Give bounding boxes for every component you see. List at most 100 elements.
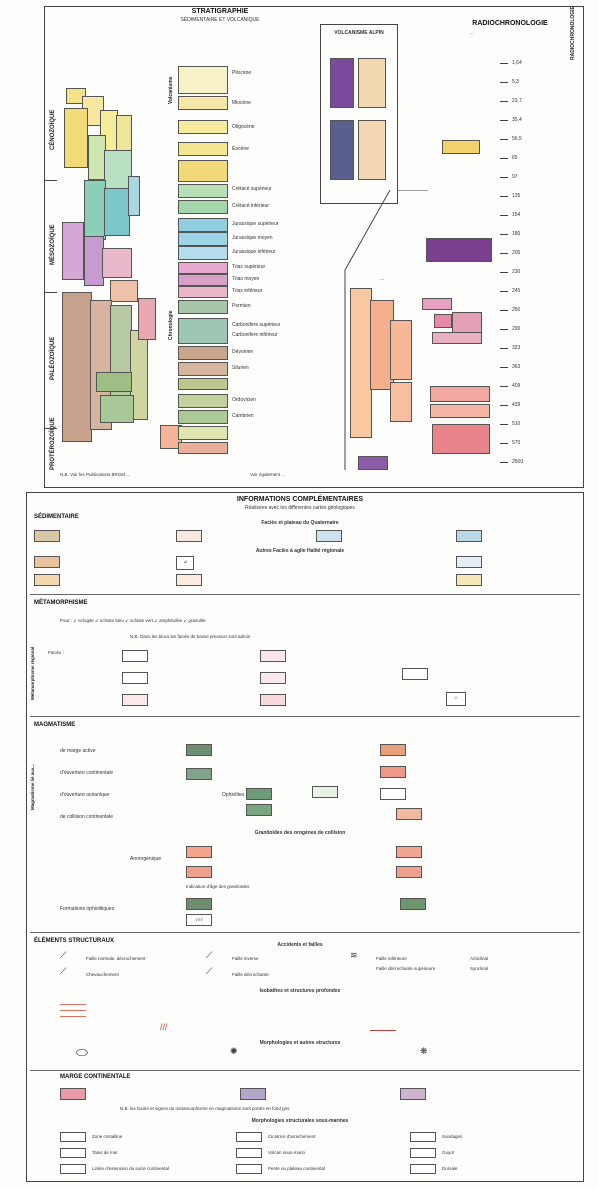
meta-swatch: ☆ <box>446 692 466 706</box>
magma-row-label: d'ouverture océanique <box>60 792 110 798</box>
age-tick <box>500 310 508 311</box>
magma-row-label: d'ouverture continentale <box>60 770 114 776</box>
volc-swatch <box>358 120 386 180</box>
age-label: 154 <box>512 212 521 218</box>
slide-icon: ❋ <box>420 1046 428 1056</box>
strat-block <box>102 248 132 278</box>
ophio-swatch <box>186 898 212 910</box>
granit-swatch <box>396 866 422 878</box>
autres-note: Autres Faciès à agile Halité régionale <box>255 548 345 554</box>
age-tick <box>500 291 508 292</box>
age-tick <box>500 196 508 197</box>
marge-title: MARGE CONTINENTALE <box>60 1074 131 1080</box>
isobath-line <box>60 1016 86 1017</box>
sed-swatch <box>316 530 342 542</box>
info-subtitle: Réalisées avec les différentes cartes gé… <box>245 505 355 511</box>
bottom-item: Talus de mer <box>92 1150 118 1155</box>
age-tick <box>500 177 508 178</box>
age-tick <box>500 158 508 159</box>
legend-swatch <box>178 300 228 314</box>
volc-swatch <box>330 120 354 180</box>
age-label: 230 <box>512 269 521 275</box>
magma-swatch <box>186 744 212 756</box>
sed-swatch <box>34 574 60 586</box>
connector-lines <box>344 190 428 470</box>
chronologie-label: Chronologie <box>168 310 174 340</box>
marge-swatch <box>400 1088 426 1100</box>
meta-swatch <box>402 668 428 680</box>
magma-vertical-label: Magmatisme lié aux... <box>30 763 35 810</box>
age-label: 135 <box>512 193 521 199</box>
meta-note: N.B. Dans les blocs les faciès de basse … <box>130 634 251 639</box>
legend-swatch <box>178 200 228 214</box>
legend-swatch <box>178 262 228 274</box>
era-mesozoic: MÉSOZOÏQUE <box>50 224 56 265</box>
magma-swatch <box>380 766 406 778</box>
struct-item: Anticlinal <box>470 956 489 961</box>
legend-label: Dévonien <box>232 349 254 355</box>
volcanism-panel <box>320 24 398 204</box>
legend-swatch <box>178 160 228 182</box>
divider <box>30 594 580 595</box>
granit-note: Indication d'âge des granitoïdes <box>186 884 250 889</box>
sed-title: SÉDIMENTAIRE <box>34 514 79 520</box>
marge-swatch <box>60 1088 86 1100</box>
struct-sub: Accidents et failles <box>277 942 323 948</box>
age-label: 439 <box>512 402 521 408</box>
age-tick <box>500 367 508 368</box>
radio-sub: ... <box>470 30 474 35</box>
legend-swatch <box>178 362 228 376</box>
legend-swatch <box>178 442 228 454</box>
legend-swatch <box>178 378 228 390</box>
age-label: 323 <box>512 345 521 351</box>
morph-swatch <box>236 1132 262 1142</box>
era-divider <box>45 180 57 181</box>
magma-swatch <box>396 808 422 820</box>
radio-block <box>430 404 490 418</box>
sed-swatch <box>34 530 60 542</box>
sed-swatch <box>456 530 482 542</box>
legend-label: Permien <box>232 303 251 309</box>
ophio-swatch <box>400 898 426 910</box>
magma-swatch <box>312 786 338 798</box>
meta-swatch <box>260 672 286 684</box>
morph-swatch <box>410 1164 436 1174</box>
age-tick <box>500 386 508 387</box>
era-divider <box>45 292 57 293</box>
legend-swatch <box>178 218 228 232</box>
herc-block <box>358 456 388 470</box>
age-label: 65 <box>512 155 518 161</box>
legend-label: Ordovicien <box>232 397 256 403</box>
morph-swatch <box>60 1132 86 1142</box>
divider <box>30 932 580 933</box>
struct-item: Faille décrochante <box>232 972 269 977</box>
morph-swatch <box>410 1148 436 1158</box>
radio-block <box>434 314 452 328</box>
legend-swatch <box>178 184 228 198</box>
divider <box>30 1070 580 1071</box>
radio-block <box>426 238 492 262</box>
fault-icon: ⟋ <box>206 966 213 976</box>
sed-swatch <box>456 574 482 586</box>
meta-swatch <box>260 694 286 706</box>
info-panel <box>26 492 584 1182</box>
strat-note-1: N.B. Voir les Publications BRGM ... <box>60 472 131 477</box>
legend-swatch <box>178 426 228 440</box>
volc-swatch <box>358 58 386 108</box>
legend-swatch <box>178 96 228 110</box>
legend-label: Jurassique supérieur <box>232 221 279 227</box>
info-title: INFORMATIONS COMPLÉMENTAIRES <box>236 496 364 503</box>
age-tick <box>500 405 508 406</box>
radio-block <box>422 298 452 310</box>
bottom-item: Sondages <box>442 1134 463 1139</box>
age-tick <box>500 82 508 83</box>
fault-icon: ⟋ <box>60 950 67 960</box>
formations-label: Formations ophiolitiques <box>60 906 115 912</box>
era-paleozoic: PALÉOZOÏQUE <box>50 336 56 380</box>
marge-swatch <box>240 1088 266 1100</box>
granit-swatch <box>186 866 212 878</box>
magma-swatch <box>380 788 406 800</box>
age-tick <box>500 348 508 349</box>
ophio-swatch: √√√ <box>186 914 212 926</box>
meta-swatch <box>122 694 148 706</box>
